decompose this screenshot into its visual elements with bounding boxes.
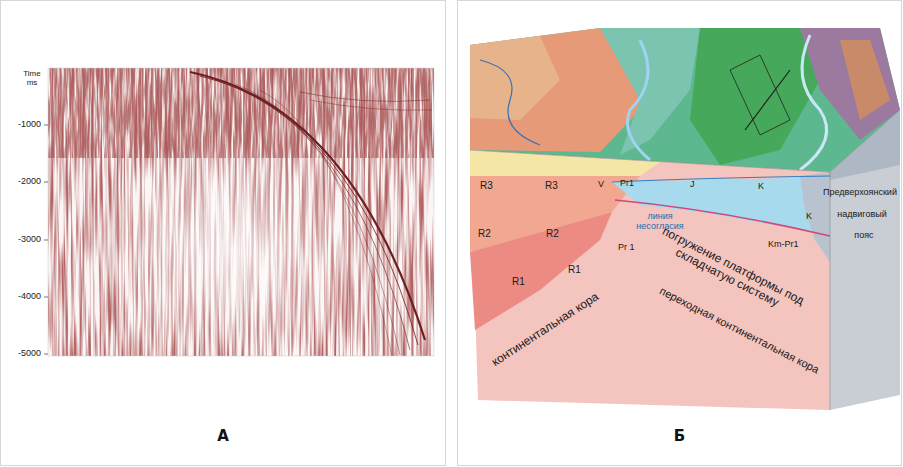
panel-letter: Б xyxy=(674,427,685,465)
seismic-section xyxy=(48,68,434,356)
axis-label: -3000 xyxy=(18,235,41,245)
block-diagram xyxy=(470,28,900,410)
axis-label: Time ms xyxy=(20,70,44,88)
time-ticks xyxy=(44,125,48,354)
axis-label: -1000 xyxy=(18,120,41,130)
panel-letter: А xyxy=(217,427,229,465)
geology-label: R1 xyxy=(568,264,581,275)
geology-label: K xyxy=(758,182,764,192)
geology-label: Pr 1 xyxy=(618,243,635,253)
geology-label: пояс xyxy=(854,231,873,241)
geology-label: R2 xyxy=(478,228,491,239)
panel-frame: А xyxy=(0,0,446,466)
geology-label: R1 xyxy=(512,276,525,287)
axis-label: -4000 xyxy=(18,292,41,302)
axis-label: -2000 xyxy=(18,177,41,187)
geology-label: линия несогласия xyxy=(632,212,688,232)
geology-label: Km-Pr1 xyxy=(768,240,799,250)
geology-label: надвиговый xyxy=(837,210,886,220)
geology-label: R2 xyxy=(546,228,559,239)
geology-label: Pr1 xyxy=(620,179,634,189)
geology-label: K xyxy=(806,212,812,222)
geology-label: R3 xyxy=(480,180,493,191)
section-frame xyxy=(48,68,434,356)
geology-label: J xyxy=(690,180,695,190)
geology-label: Предверхоянский xyxy=(823,188,897,198)
axis-label: -5000 xyxy=(18,349,41,359)
geology-label: R3 xyxy=(545,180,558,191)
geology-label: V xyxy=(598,180,604,190)
